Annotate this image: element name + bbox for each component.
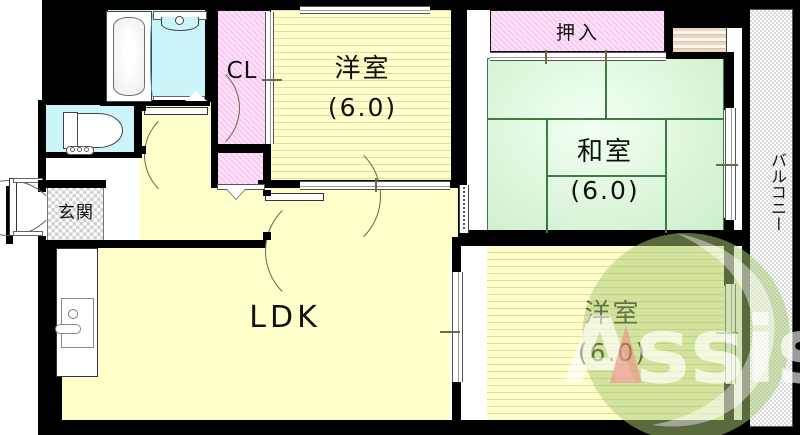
oshiire-sliding-door[interactable] — [490, 52, 666, 61]
toilet-button-1 — [70, 147, 75, 152]
room-ldk-floor — [62, 245, 450, 427]
oshiire-door-tick-2 — [605, 50, 607, 64]
toilet-button-3 — [84, 147, 89, 152]
toilet-bowl — [75, 113, 123, 148]
kitchen-sink-drain — [68, 309, 78, 319]
toilet-tank — [63, 112, 78, 149]
closet-cl-door-tick — [262, 79, 282, 81]
hall-door-swing-arc-2 — [265, 138, 381, 254]
hall-door-jamb-bottom — [263, 232, 271, 240]
wall-youshitsu-s-right — [724, 246, 734, 286]
washitsu-fusuma-door[interactable] — [459, 185, 469, 233]
youshitsu-north-door-tick — [375, 178, 377, 192]
kitchen-sink-bowl — [61, 298, 94, 348]
bathtub — [106, 11, 152, 102]
wall-cl-right — [263, 148, 271, 188]
wall-oshiire-bottom — [665, 52, 733, 59]
room-youshitsu-south-floor — [487, 245, 724, 427]
genkan-threshold-lower — [13, 231, 43, 236]
washbasin-faucet — [175, 16, 184, 25]
wall-top-left-block — [42, 0, 108, 105]
hall-door-leaf[interactable] — [265, 193, 324, 201]
tatami-seam — [546, 175, 666, 177]
wall-toilet-bottom — [38, 152, 142, 158]
wall-top-right-block — [665, 0, 742, 28]
wall-balcony-top — [742, 0, 800, 9]
closet-oshiire — [490, 10, 665, 52]
wall-oshiire-right — [665, 0, 673, 58]
youshitsu-south-balcony-window[interactable] — [725, 284, 736, 384]
washroom-door-leaf[interactable] — [144, 107, 208, 115]
genkan-jamb-bottom — [38, 236, 46, 244]
wall-top-outer — [42, 0, 742, 10]
shower-curtain — [150, 11, 161, 100]
washroom-door-arc — [144, 107, 240, 203]
hall-door-swing-arc — [265, 193, 381, 309]
washroom-door-jamb-bottom — [138, 146, 146, 154]
wall-ldk-top-left — [46, 240, 266, 248]
youshitsu-south-door-tick — [440, 331, 460, 333]
wall-cl-mid — [213, 144, 271, 153]
washitsu-balcony-tick — [716, 164, 738, 166]
wall-washitsu-right-low — [724, 218, 734, 240]
closet-cl-lower-door-arrow — [227, 189, 245, 199]
closet-cl-sliding-door[interactable] — [265, 12, 274, 144]
genkan-door-leaf[interactable] — [9, 178, 17, 236]
wall-youshitsu-s-top — [452, 237, 742, 246]
oshiire-door-tick-1 — [545, 50, 547, 64]
wall-toilet-right — [134, 105, 142, 158]
bathtub-inner — [113, 17, 145, 96]
youshitsu-north-window[interactable] — [300, 6, 430, 14]
wall-balcony-outer — [742, 0, 750, 435]
washroom-door-arc-2 — [144, 60, 240, 156]
wall-youshitsu-s-right-low — [724, 382, 734, 427]
wall-genkan-top — [38, 180, 106, 188]
youshitsu-south-sliding-door[interactable] — [452, 272, 463, 382]
wall-bath-right — [205, 10, 211, 102]
hall-door-jamb-top — [263, 190, 271, 196]
genkan-jamb-top — [38, 180, 46, 188]
wall-ldk-bottom — [38, 420, 750, 435]
tatami-seam — [605, 58, 607, 120]
balcony-floor — [749, 9, 793, 427]
wall-balcony-far — [793, 0, 800, 435]
wall-balcony-bottom — [742, 427, 800, 435]
kitchen-faucet — [55, 324, 81, 334]
tatami-seam — [665, 118, 667, 233]
wall-youshitsu-n-right — [451, 10, 461, 188]
wall-bath-left — [100, 10, 107, 105]
wall-washitsu-left — [458, 10, 467, 238]
washroom-door-jamb-top — [138, 104, 146, 111]
wall-washitsu-right — [724, 52, 734, 110]
toilet-button-2 — [77, 147, 82, 152]
youshitsu-south-balcony-tick — [716, 332, 738, 334]
